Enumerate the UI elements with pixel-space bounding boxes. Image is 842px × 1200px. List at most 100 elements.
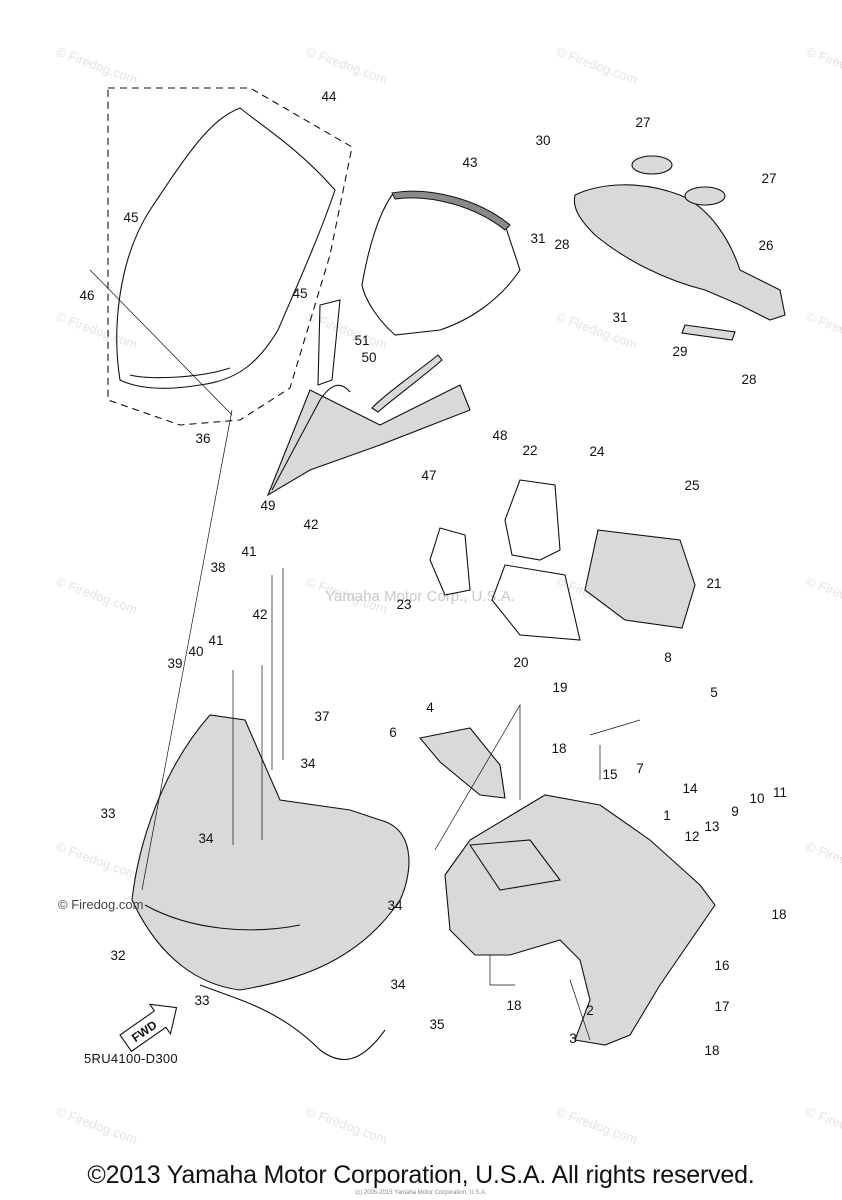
- callout-17: 17: [714, 999, 729, 1014]
- callout-34: 34: [300, 756, 316, 771]
- background-watermark: © Firedog.com: [804, 309, 842, 352]
- callout-18: 18: [704, 1043, 719, 1058]
- callout-45: 45: [292, 286, 307, 301]
- callout-23: 23: [396, 597, 411, 612]
- copyright-footer: ©2013 Yamaha Motor Corporation, U.S.A. A…: [87, 1161, 755, 1189]
- callout-18: 18: [551, 741, 566, 756]
- callout-45: 45: [123, 210, 138, 225]
- callout-31: 31: [612, 310, 627, 325]
- callout-33: 33: [100, 806, 115, 821]
- callout-41: 41: [241, 544, 256, 559]
- callout-9: 9: [731, 804, 739, 819]
- cover-panel-47-edge: [271, 384, 351, 491]
- callout-49: 49: [260, 498, 275, 513]
- background-watermark: © Firedog.com: [54, 309, 139, 352]
- callout-25: 25: [684, 478, 699, 493]
- background-watermark: © Firedog.com: [54, 1104, 139, 1147]
- callout-39: 39: [167, 656, 182, 671]
- front-cowl-32: [131, 714, 410, 991]
- callout-18: 18: [506, 998, 521, 1013]
- callout-41: 41: [208, 633, 223, 648]
- callout-42: 42: [252, 607, 267, 622]
- windshield-group-outline: [107, 87, 353, 426]
- callout-27: 27: [635, 115, 650, 130]
- windshield-44: [116, 107, 336, 389]
- callout-47: 47: [421, 468, 436, 483]
- document-code: 5RU4100-D300: [84, 1051, 178, 1066]
- callout-11: 11: [773, 785, 787, 800]
- callout-21: 21: [706, 576, 721, 591]
- callout-6: 6: [389, 725, 397, 740]
- inner-screen-43: [361, 191, 521, 336]
- callout-46: 46: [79, 288, 94, 303]
- callout-48: 48: [492, 428, 507, 443]
- tiny-notice: (c) 2005-2015 Yamaha Motor Corporation, …: [355, 1190, 487, 1196]
- meter-ring-27b: [684, 186, 726, 206]
- callout-3: 3: [569, 1031, 577, 1046]
- trim-29: [681, 324, 736, 341]
- callout-13: 13: [704, 819, 719, 834]
- callout-38: 38: [210, 560, 225, 575]
- background-watermark: © Firedog.com: [304, 1104, 389, 1147]
- callout-43: 43: [462, 155, 477, 170]
- callout-10: 10: [749, 791, 764, 806]
- inner-screen-top-edge: [391, 190, 511, 231]
- front-cowl-edge: [144, 904, 301, 931]
- callout-42: 42: [303, 517, 318, 532]
- callout-50: 50: [361, 350, 376, 365]
- callout-4: 4: [426, 700, 434, 715]
- center-watermark: Yamaha Motor Corp., U.S.A.: [325, 588, 515, 605]
- callout-34: 34: [387, 898, 403, 913]
- cover-panel-47: [266, 384, 471, 497]
- callout-32: 32: [110, 948, 125, 963]
- background-watermark: © Firedog.com: [804, 44, 842, 87]
- callout-22: 22: [522, 443, 537, 458]
- background-watermark: © Firedog.com: [54, 44, 139, 87]
- background-watermark: © Firedog.com: [804, 839, 842, 882]
- callout-27: 27: [761, 171, 776, 186]
- strip-50: [371, 354, 443, 413]
- callout-18: 18: [771, 907, 786, 922]
- background-watermark: © Firedog.com: [54, 839, 139, 882]
- callout-1: 1: [663, 808, 671, 823]
- callout-40: 40: [188, 644, 203, 659]
- callout-37: 37: [314, 709, 329, 724]
- fwd-label: FWD: [129, 1018, 160, 1045]
- background-watermark: © Firedog.com: [554, 44, 639, 87]
- callout-44: 44: [321, 89, 337, 104]
- callout-33: 33: [194, 993, 209, 1008]
- background-watermark: © Firedog.com: [304, 44, 389, 87]
- callout-29: 29: [672, 344, 687, 359]
- callout-15: 15: [602, 767, 617, 782]
- callout-34: 34: [198, 831, 214, 846]
- callout-28: 28: [554, 237, 569, 252]
- fwd-arrow: FWD: [119, 1003, 178, 1053]
- callout-51: 51: [354, 333, 369, 348]
- background-watermark: © Firedog.com: [804, 574, 842, 617]
- inner-panel-1-box: [469, 839, 561, 891]
- side-watermark: © Firedog.com: [58, 897, 144, 912]
- background-watermark: © Firedog.com: [804, 1104, 842, 1147]
- callout-34: 34: [390, 977, 406, 992]
- callout-24: 24: [589, 444, 605, 459]
- callout-19: 19: [552, 680, 567, 695]
- front-cowl-skirt: [199, 984, 386, 1061]
- glovebox-21: [584, 529, 696, 629]
- leader-lines: [89, 269, 641, 1041]
- callout-5: 5: [710, 685, 718, 700]
- background-watermark: © Firedog.com: [54, 574, 139, 617]
- callout-2: 2: [586, 1003, 594, 1018]
- duct-4: [418, 727, 506, 799]
- wire-23: [429, 527, 471, 596]
- callout-20: 20: [513, 655, 528, 670]
- glovebox-lid-22: [504, 479, 561, 561]
- seal-20: [491, 564, 581, 641]
- inner-panel-1: [444, 794, 716, 1046]
- callout-31: 31: [530, 231, 545, 246]
- callout-36: 36: [195, 431, 210, 446]
- callout-28: 28: [741, 372, 756, 387]
- callout-35: 35: [429, 1017, 444, 1032]
- callout-26: 26: [758, 238, 773, 253]
